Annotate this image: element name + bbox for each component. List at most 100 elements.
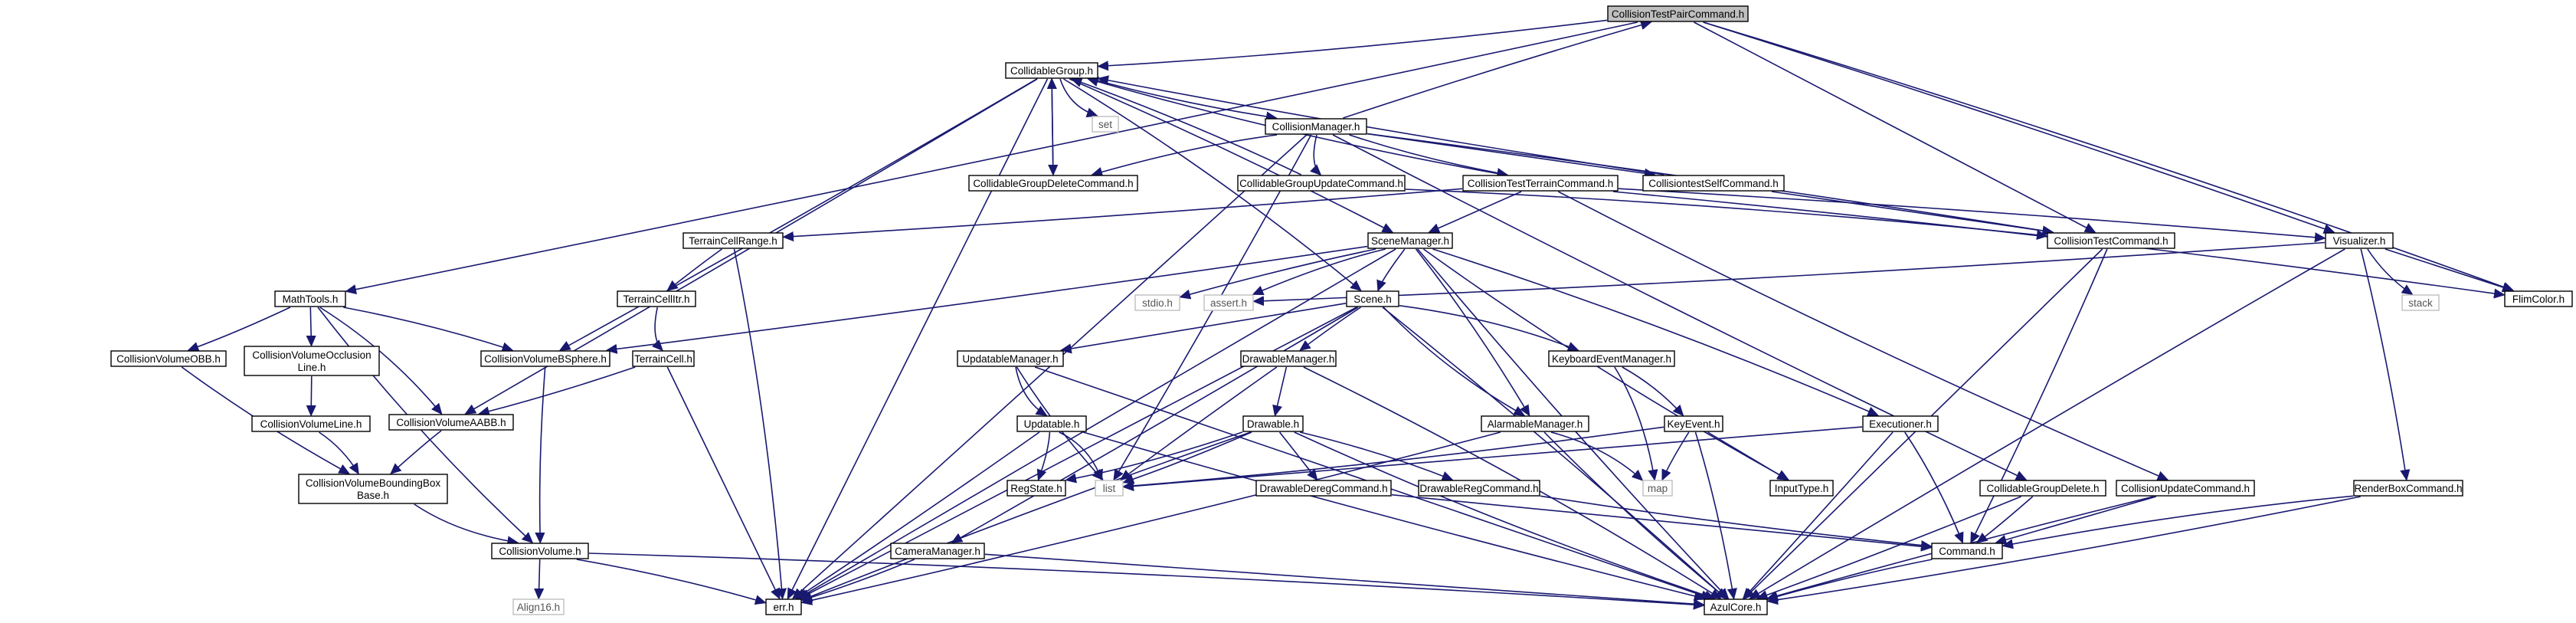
node-label: CollisionVolumeOBB.h xyxy=(116,353,221,365)
node-Visualizer_h[interactable]: Visualizer.h xyxy=(2325,232,2394,249)
node-label: CollisionManager.h xyxy=(1272,121,1360,133)
node-CollidableGroupDeleteCommand_h[interactable]: CollidableGroupDeleteCommand.h xyxy=(968,175,1138,192)
node-Scene_h[interactable]: Scene.h xyxy=(1346,290,1399,307)
node-DrawableDeregCommand_h[interactable]: DrawableDeregCommand.h xyxy=(1255,480,1392,497)
node-Executioner_h[interactable]: Executioner.h xyxy=(1862,415,1939,432)
node-MathTools_h[interactable]: MathTools.h xyxy=(274,290,346,307)
node-CollisionTestPairCommand_h[interactable]: CollisionTestPairCommand.h xyxy=(1607,5,1749,22)
node-label: assert.h xyxy=(1210,297,1247,309)
node-CollisionManager_h[interactable]: CollisionManager.h xyxy=(1265,118,1367,135)
edge-CollidableGroupUpdateCommand_h-to-CollidableGroup_h xyxy=(1072,79,1302,175)
node-FlimColor_h[interactable]: FlimColor.h xyxy=(2504,290,2573,307)
node-DrawableManager_h[interactable]: DrawableManager.h xyxy=(1240,350,1337,367)
node-label: CollisionVolume.h xyxy=(499,546,581,557)
node-KeyboardEventManager_h[interactable]: KeyboardEventManager.h xyxy=(1548,350,1675,367)
node-label: Visualizer.h xyxy=(2333,235,2386,247)
edge-CollisionTestTerrainCommand_h-to-CollisionUpdateCommand_h xyxy=(1557,191,2167,480)
node-Align16_h: Align16.h xyxy=(512,598,565,615)
edge-TerrainCell_h-to-err_h xyxy=(666,366,779,598)
node-label: CollisionVolumeBSphere.h xyxy=(484,353,607,365)
node-box xyxy=(682,232,784,249)
node-TerrainCellRange_h[interactable]: TerrainCellRange.h xyxy=(682,232,784,249)
node-CollisiontestSelfCommand_h[interactable]: CollisiontestSelfCommand.h xyxy=(1642,175,1785,192)
node-box xyxy=(1203,294,1254,311)
node-TerrainCell_h[interactable]: TerrainCell.h xyxy=(632,350,695,367)
node-CollisionVolume_h[interactable]: CollisionVolume.h xyxy=(491,543,589,559)
edge-CollidableGroupDeleteCommand_h-to-CollidableGroup_h xyxy=(1052,79,1053,175)
edge-KeyEvent_h-to-InputType_h xyxy=(1707,431,1788,480)
edge-CollisionTestTerrainCommand_h-to-SceneManager_h xyxy=(1429,191,1522,232)
node-Command_h[interactable]: Command.h xyxy=(1931,543,2003,559)
node-CameraManager_h[interactable]: CameraManager.h xyxy=(890,543,985,559)
edge-TerrainCellRange_h-to-err_h xyxy=(733,248,783,598)
edge-Visualizer_h-to-RenderBoxCommand_h xyxy=(2360,248,2407,480)
edge-TerrainCellItr_h-to-TerrainCell_h xyxy=(655,307,663,350)
edge-CameraManager_h-to-err_h xyxy=(802,559,915,600)
node-label: Scene.h xyxy=(1353,293,1392,305)
node-CollisionVolumeOBB_h[interactable]: CollisionVolumeOBB.h xyxy=(110,350,227,367)
edge-KeyboardEventManager_h-to-map xyxy=(1614,366,1655,480)
node-DrawableRegCommand_h[interactable]: DrawableRegCommand.h xyxy=(1418,480,1540,497)
node-label: RegState.h xyxy=(1010,483,1062,494)
node-CollisionTestCommand_h[interactable]: CollisionTestCommand.h xyxy=(2047,232,2175,249)
edge-CollidableGroup_h-to-CollisionManager_h xyxy=(1091,78,1276,118)
edge-AlarmableManager_h-to-err_h xyxy=(802,431,1501,602)
edge-CameraManager_h-to-AzulCore_h xyxy=(984,553,1704,605)
node-label: list xyxy=(1103,483,1116,494)
node-label: DrawableManager.h xyxy=(1242,353,1335,365)
node-AlarmableManager_h[interactable]: AlarmableManager.h xyxy=(1481,415,1589,432)
edge-Visualizer_h-to-assert_h xyxy=(1254,241,2326,302)
edge-Drawable_h-to-AzulCore_h xyxy=(1294,431,1714,598)
node-box xyxy=(1462,175,1619,192)
node-err_h[interactable]: err.h xyxy=(765,598,802,615)
node-CollisionVolumeLine_h[interactable]: CollisionVolumeLine.h xyxy=(251,415,371,432)
node-label: CollidableGroupUpdateCommand.h xyxy=(1239,178,1403,189)
node-box xyxy=(1005,62,1098,79)
node-RegState_h[interactable]: RegState.h xyxy=(1007,480,1066,497)
node-UpdatableManager_h[interactable]: UpdatableManager.h xyxy=(957,350,1064,367)
node-TerrainCellItr_h[interactable]: TerrainCellItr.h xyxy=(617,290,696,307)
node-KeyEvent_h[interactable]: KeyEvent.h xyxy=(1664,415,1723,432)
node-box xyxy=(2504,290,2573,307)
node-box xyxy=(1255,480,1392,497)
node-box xyxy=(2353,480,2463,497)
node-label: DrawableRegCommand.h xyxy=(1419,483,1538,494)
edge-DrawableRegCommand_h-to-Command_h xyxy=(1540,495,1931,546)
edge-UpdatableManager_h-to-Updatable_h xyxy=(1015,366,1046,415)
node-CollidableGroupDelete_h[interactable]: CollidableGroupDelete.h xyxy=(1979,480,2106,497)
node-CollisionVolumeBSphere_h[interactable]: CollisionVolumeBSphere.h xyxy=(480,350,610,367)
edge-Visualizer_h-to-stack xyxy=(2367,248,2412,294)
node-box xyxy=(617,290,696,307)
edge-CollisionManager_h-to-CollisionTestTerrainCommand_h xyxy=(1349,134,1507,175)
node-CollidableGroup_h[interactable]: CollidableGroup.h xyxy=(1005,62,1098,79)
edge-Updatable_h-to-err_h xyxy=(796,431,1040,598)
node-InputType_h[interactable]: InputType.h xyxy=(1769,480,1834,497)
node-RenderBoxCommand_h[interactable]: RenderBoxCommand.h xyxy=(2353,480,2463,497)
node-box xyxy=(298,474,448,504)
node-label: CollisionTestPairCommand.h xyxy=(1612,8,1744,20)
node-AzulCore_h[interactable]: AzulCore.h xyxy=(1704,598,1768,615)
edge-Executioner_h-to-AzulCore_h xyxy=(1743,431,1894,598)
node-box xyxy=(1134,294,1180,311)
node-CollisionTestTerrainCommand_h[interactable]: CollisionTestTerrainCommand.h xyxy=(1462,175,1619,192)
node-Drawable_h[interactable]: Drawable.h xyxy=(1242,415,1304,432)
edge-CollisionTestTerrainCommand_h-to-Visualizer_h xyxy=(1618,188,2325,238)
edge-Executioner_h-to-Command_h xyxy=(1904,431,1962,543)
edge-DrawableManager_h-to-list xyxy=(1121,366,1278,480)
node-Updatable_h[interactable]: Updatable.h xyxy=(1016,415,1087,432)
node-label: FlimColor.h xyxy=(2512,293,2565,305)
node-CollisionVolumeAABB_h[interactable]: CollisionVolumeAABB.h xyxy=(388,414,514,431)
node-box xyxy=(1346,290,1399,307)
node-SceneManager_h[interactable]: SceneManager.h xyxy=(1367,232,1453,249)
edge-CollidableGroup_h-to-SceneManager_h xyxy=(1069,78,1393,232)
node-box xyxy=(1237,175,1406,192)
edge-Updatable_h-to-RegState_h xyxy=(1039,431,1051,480)
node-box xyxy=(2047,232,2175,249)
node-CollisionUpdateCommand_h[interactable]: CollisionUpdateCommand.h xyxy=(2116,480,2255,497)
edge-KeyEvent_h-to-map xyxy=(1662,431,1690,480)
node-CollidableGroupUpdateCommand_h[interactable]: CollidableGroupUpdateCommand.h xyxy=(1237,175,1406,192)
node-label: CollidableGroupDelete.h xyxy=(1986,483,2099,494)
node-label: SceneManager.h xyxy=(1371,235,1449,247)
